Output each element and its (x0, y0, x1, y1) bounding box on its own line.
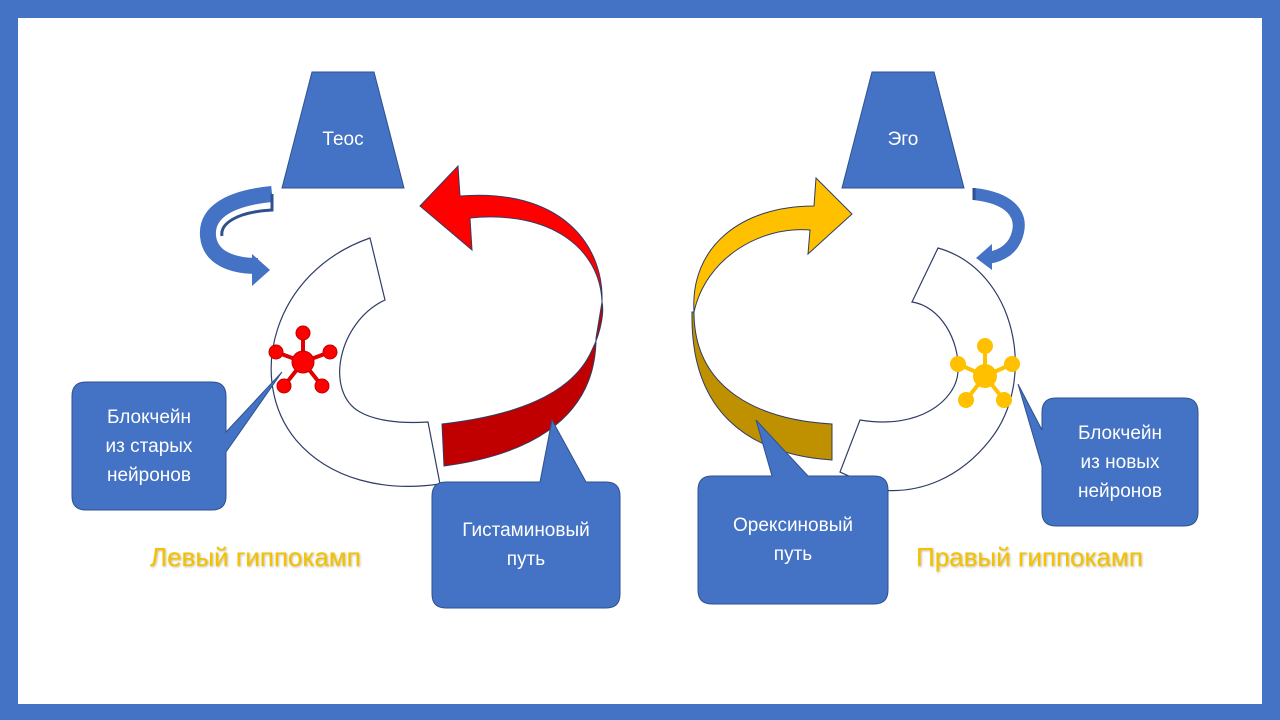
left-callout-shape (71, 371, 283, 511)
ego-label: Эго (887, 128, 919, 150)
left-hippocampus-arc (270, 237, 441, 487)
histamine-callout-shape (431, 418, 621, 609)
orexin-callout-shape (697, 419, 889, 605)
teos-label: Теос (322, 128, 364, 150)
right-hippocampus-arc (839, 247, 1016, 492)
teos-trapezoid (281, 71, 405, 189)
left-hippocampus-title: Левый гиппокамп (150, 542, 361, 572)
red-neuron-network-icon (268, 325, 338, 394)
slide (18, 18, 1262, 704)
left-curved-arrow (199, 186, 274, 286)
histamine-pathway-label: Гистаминовый путь (462, 520, 590, 570)
orexin-pathway-label: Орексиновый путь (733, 515, 853, 565)
right-curved-arrow (972, 188, 1025, 270)
right-callout-shape (1017, 383, 1199, 527)
right-orexin-arrow (691, 176, 853, 461)
old-neurons-blockchain-label: Блокчейн из старых нейронов (105, 406, 193, 486)
left-histamine-arrow (419, 164, 604, 467)
right-hippocampus-title: Правый гиппокамп (916, 542, 1143, 572)
new-neurons-blockchain-label: Блокчейн из новых нейронов (1077, 422, 1162, 502)
gold-neuron-network-icon (950, 338, 1020, 408)
ego-trapezoid (841, 71, 965, 189)
